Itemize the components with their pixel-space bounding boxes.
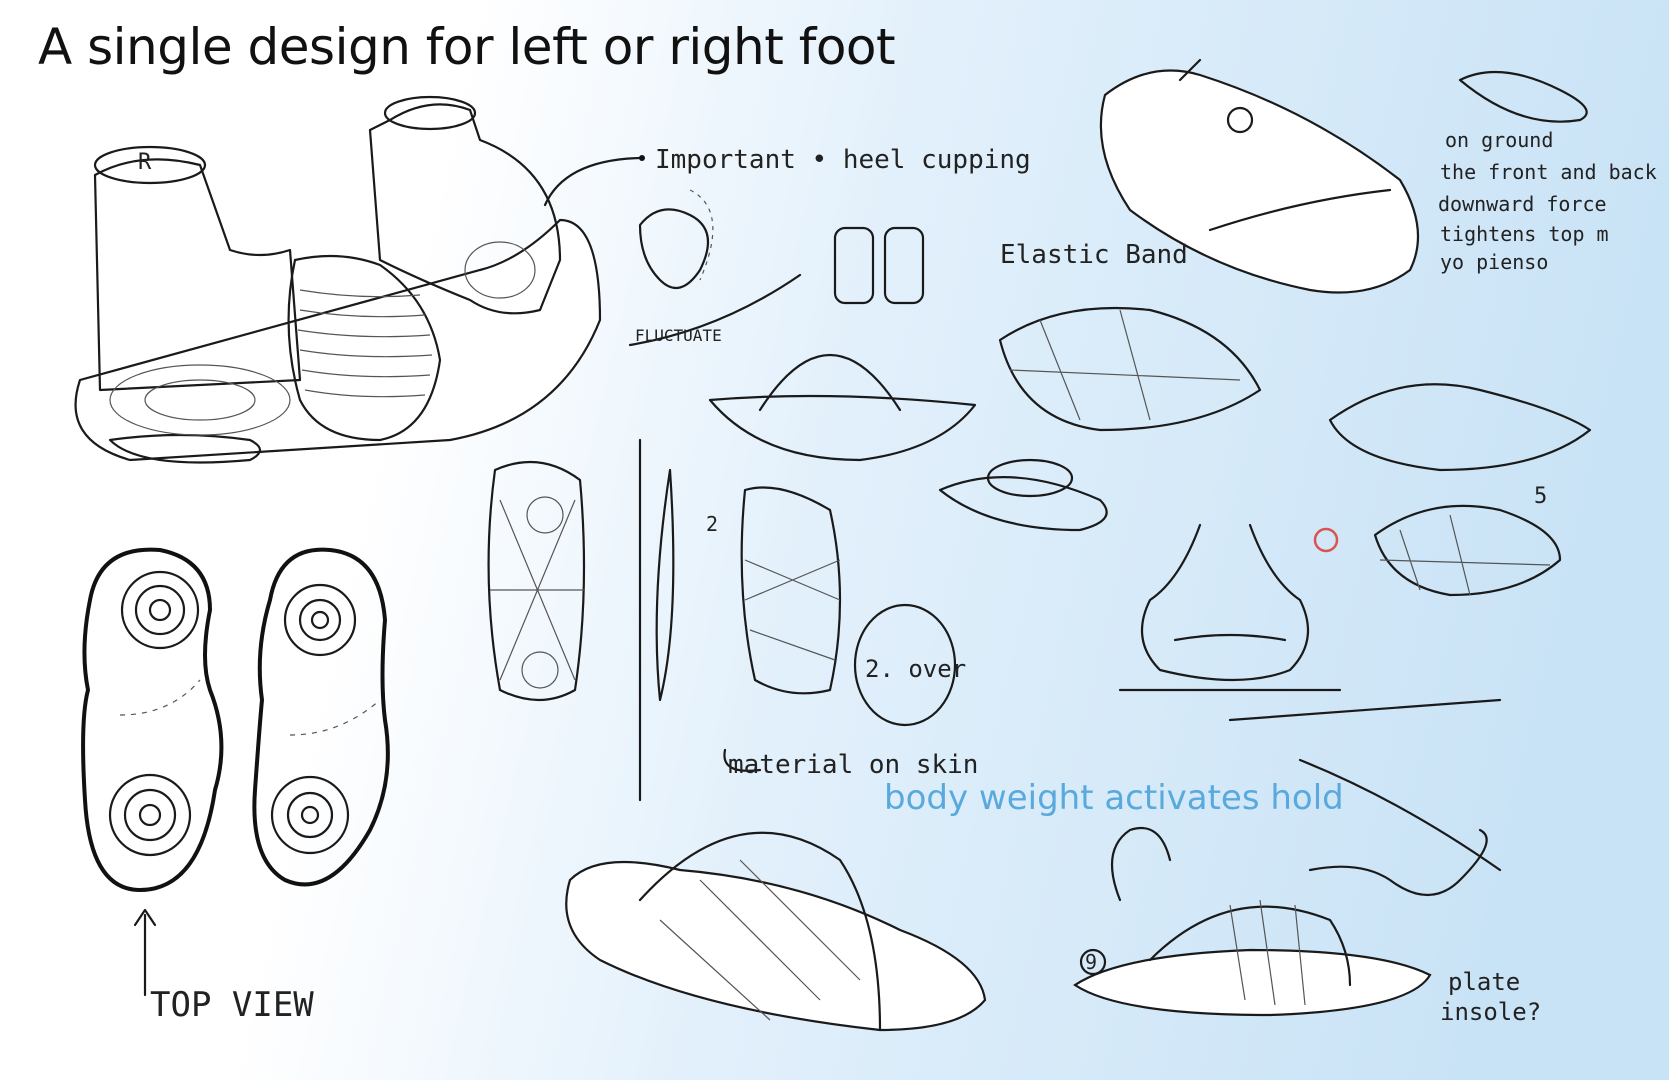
top-view-soles (81, 547, 390, 997)
note-boot-r: R (138, 150, 152, 175)
note-ground-3: tightens top m (1440, 222, 1609, 246)
note-ground-4: yo pienso (1440, 250, 1549, 274)
caption-body-weight: body weight activates hold (884, 778, 1344, 818)
note-number-5: 5 (1534, 484, 1548, 509)
middle-sketches (487, 189, 977, 802)
note-elastic-band: Elastic Band (1000, 240, 1188, 270)
page-title: A single design for left or right foot (38, 18, 896, 76)
note-ground-1: the front and back (1440, 160, 1657, 184)
note-ground-0: on ground (1445, 128, 1554, 152)
note-plate: plate (1448, 968, 1521, 996)
note-ground-2: downward force (1438, 192, 1607, 216)
note-over: 2. over (865, 655, 967, 683)
bottom-sketches (565, 826, 1488, 1032)
boot-sketch (74, 95, 645, 464)
note-number-9: 9 (1085, 950, 1098, 974)
right-sketches (938, 58, 1592, 872)
note-fluctuate: FLUCTUATE (635, 326, 722, 345)
note-top-view: TOP VIEW (150, 985, 314, 1025)
note-heel-cupping: Important • heel cupping (655, 145, 1031, 175)
note-material-on-skin: material on skin (728, 750, 979, 780)
note-insole: insole? (1440, 998, 1542, 1026)
note-number-2: 2 (706, 512, 719, 536)
